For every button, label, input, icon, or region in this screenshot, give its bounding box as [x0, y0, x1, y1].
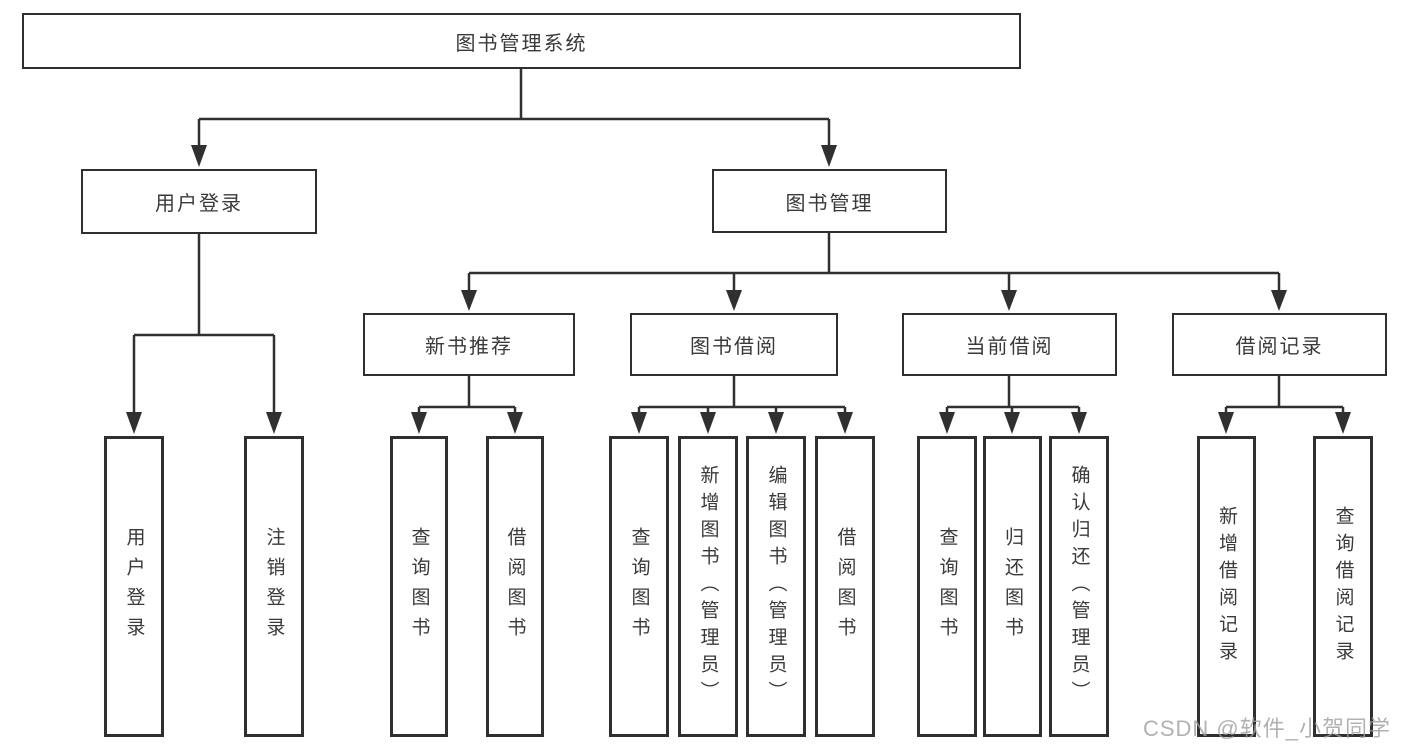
- leaf-borrow-books-1: 借阅图书: [486, 436, 544, 737]
- connector-user-login: [132, 234, 276, 416]
- leaf-borrow-books-2: 借阅图书: [815, 436, 875, 737]
- node-current-borrowing: 当前借阅: [902, 313, 1117, 376]
- leaf-user-login: 用户登录: [104, 436, 164, 737]
- connector-new-book-recommend: [417, 376, 517, 416]
- node-new-book-recommend: 新书推荐: [363, 313, 575, 376]
- leaf-logout: 注销登录: [244, 436, 304, 737]
- leaf-query-books-1: 查询图书: [390, 436, 448, 737]
- connector-borrowing-records: [1224, 376, 1345, 416]
- node-book-management: 图书管理: [712, 169, 947, 233]
- connector-book-borrowing: [637, 376, 847, 416]
- leaf-return-books: 归还图书: [983, 436, 1042, 737]
- csdn-watermark: CSDN @软件_小贺同学: [1142, 716, 1391, 741]
- leaf-add-books-admin: 新增图书（管理员）: [678, 436, 738, 737]
- connector-root: [197, 69, 831, 150]
- leaf-confirm-return-admin: 确认归还（管理员）: [1049, 436, 1109, 737]
- leaf-query-books-2: 查询图书: [609, 436, 669, 737]
- leaf-query-books-3: 查询图书: [917, 436, 977, 737]
- leaf-edit-books-admin: 编辑图书（管理员）: [746, 436, 806, 737]
- connector-book-management: [467, 233, 1281, 292]
- node-book-borrowing: 图书借阅: [630, 313, 838, 376]
- leaf-query-borrow-record: 查询借阅记录: [1313, 436, 1373, 737]
- node-root-system: 图书管理系统: [22, 13, 1021, 69]
- node-borrowing-records: 借阅记录: [1172, 313, 1387, 376]
- connector-current-borrowing: [945, 376, 1081, 416]
- node-user-login: 用户登录: [81, 169, 317, 234]
- leaf-add-borrow-record: 新增借阅记录: [1197, 436, 1256, 737]
